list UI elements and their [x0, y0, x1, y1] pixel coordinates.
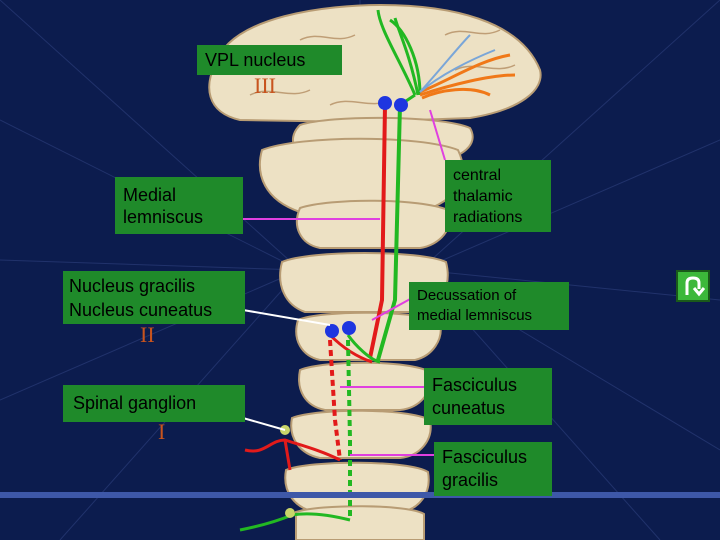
red-dashed-fasciculus: [328, 339, 342, 461]
green-ascending-tract: [376, 104, 402, 361]
pointer-lines: [242, 109, 446, 456]
thalamic-neuron-right: [394, 98, 408, 112]
vpl-nucleus-label: VPL nucleus: [197, 45, 342, 75]
cortical-projections: [376, 9, 516, 100]
red-ascending-tract: [368, 104, 387, 359]
nucleus-neuron-right: [342, 321, 356, 335]
nucleus-labels: Nucleus gracilis Nucleus cuneatus: [63, 271, 245, 324]
base-bar: [0, 492, 720, 498]
central-thalamic-radiations-label: central thalamic radiations: [445, 160, 551, 232]
roman-numeral-iii: III: [254, 73, 276, 98]
roman-numeral-ii: II: [140, 322, 155, 347]
nucleus-neuron-left: [325, 324, 339, 338]
pathway-lines: [239, 93, 416, 532]
central-thalamic-radiations-text: central thalamic radiations: [453, 166, 523, 226]
brainstem-section-3: [295, 199, 451, 249]
pointer-decussation: [371, 297, 413, 321]
green-decussation: [346, 334, 381, 364]
thalamic-neuron-left: [378, 96, 392, 110]
medial-lemniscus-label: Medial lemniscus: [115, 177, 243, 234]
fasciculus-gracilis-text: Fasciculus gracilis: [442, 447, 528, 490]
return-arrow-icon: [685, 276, 705, 297]
decussation-label: Decussation of medial lemniscus: [409, 282, 569, 330]
ganglion-neuron-lower: [285, 508, 295, 518]
pointer-nuclei: [242, 309, 331, 326]
fasciculus-cuneatus-label: Fasciculus cuneatus: [424, 368, 552, 425]
pointer-spinal-ganglion: [242, 417, 286, 431]
fasciculus-cuneatus-text: Fasciculus cuneatus: [432, 374, 518, 418]
return-button[interactable]: [676, 270, 710, 302]
spinal-section-3: [284, 461, 430, 513]
red-decussation: [328, 333, 373, 364]
spinal-section-4: [295, 505, 425, 540]
spinal-ganglion-text: Spinal ganglion: [73, 393, 197, 413]
medulla-section-1: [279, 252, 449, 313]
spinal-section-2: [290, 409, 432, 459]
cerebrum: [208, 3, 542, 124]
roman-numeral-i: I: [158, 419, 166, 444]
decussation-text: Decussation of medial lemniscus: [417, 287, 533, 324]
spinal-ganglion-label: Spinal ganglion: [63, 385, 245, 422]
vpl-nucleus-text: VPL nucleus: [205, 49, 306, 70]
fasciculus-gracilis-label: Fasciculus gracilis: [434, 442, 552, 496]
pointer-central-thalamic: [429, 109, 446, 161]
nucleus-text: Nucleus gracilis Nucleus cuneatus: [69, 275, 213, 320]
medial-lemniscus-text: Medial lemniscus: [123, 184, 204, 227]
ganglion-axon-red: [283, 439, 292, 471]
